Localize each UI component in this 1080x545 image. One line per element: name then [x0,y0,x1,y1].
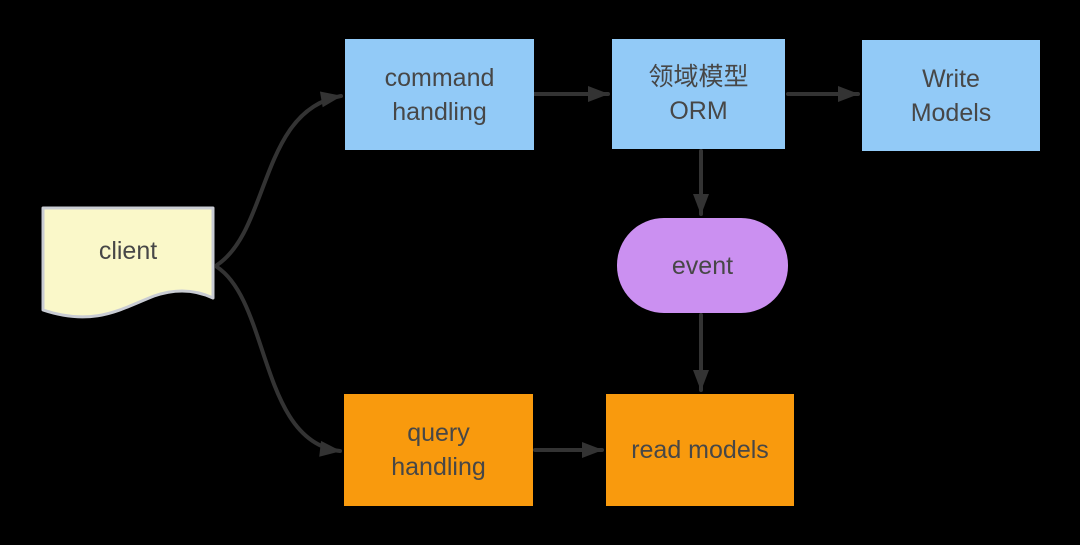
node-write-models-label-line2: Models [910,98,992,127]
node-command-handling-label-line2: handling [392,97,487,126]
node-command-handling-label-line1: command [384,63,495,92]
node-query-handling-label-line2: handling [391,453,486,481]
node-domain-model-orm: 领域模型 ORM [612,39,785,149]
node-event: event [617,218,788,313]
node-event-label: event [671,251,734,280]
edge-client-command-handling [215,91,343,267]
node-domain-model-orm-label-line2: ORM [669,97,728,125]
node-domain-model-orm-label-line1: 领域模型 [648,63,749,91]
node-command-handling: command handling [345,39,534,150]
node-read-models: read models [606,394,794,506]
node-client: client [43,208,213,294]
node-query-handling-label-line1: query [407,419,470,447]
node-query-handling: query handling [344,394,533,506]
node-read-models-label: read models [631,436,769,464]
node-client-label: client [98,237,158,265]
edge-client-query-handling [215,265,342,457]
node-write-models-label-line1: Write [922,64,980,93]
node-write-models: Write Models [862,40,1040,151]
client-document-shape [41,206,215,319]
